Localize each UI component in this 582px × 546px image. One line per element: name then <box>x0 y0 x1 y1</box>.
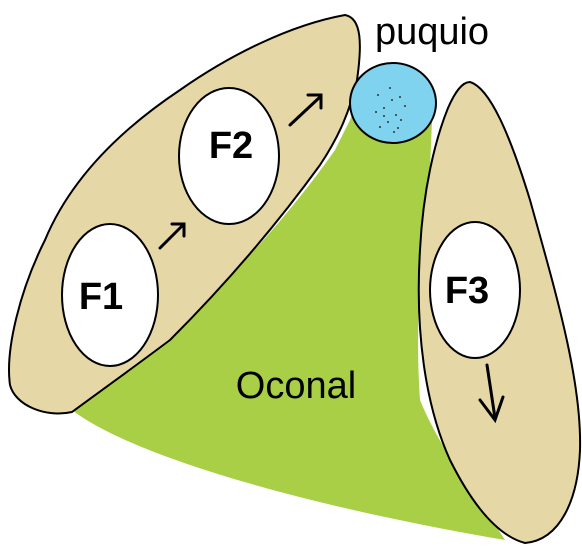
field-f3-label: F3 <box>445 270 489 312</box>
field-f3-oval <box>429 221 521 359</box>
puquio-label: puquio <box>375 11 489 53</box>
oconal-wetland-area <box>72 90 505 540</box>
spring-speckles <box>375 87 406 133</box>
field-f1-oval <box>61 223 159 367</box>
field-f2-label: F2 <box>209 125 253 167</box>
arrow-f1-to-f2 <box>158 222 186 250</box>
oconal-label: Oconal <box>236 365 356 407</box>
arrow-f2-to-puquio <box>288 93 323 127</box>
field-f2-oval <box>178 87 280 225</box>
field-f1-label: F1 <box>79 276 123 318</box>
arrow-f3-down <box>478 363 505 424</box>
puquio-spring <box>349 62 437 144</box>
